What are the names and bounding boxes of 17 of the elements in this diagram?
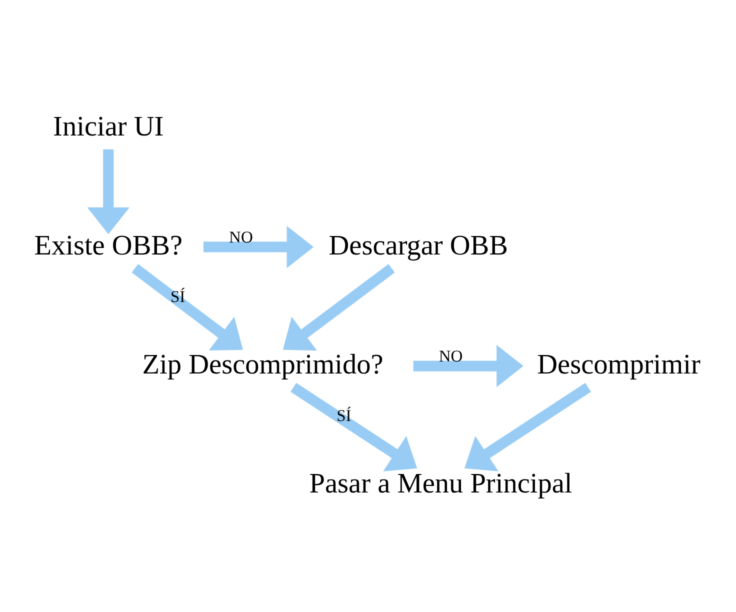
arrow xyxy=(290,382,418,471)
edge-label: SÍ xyxy=(336,405,352,424)
arrow xyxy=(464,382,592,471)
arrow xyxy=(282,263,395,350)
edge-label: NO xyxy=(438,346,463,366)
edge-label: NO xyxy=(229,227,253,246)
node-text: Descargar OBB xyxy=(328,230,508,261)
node-text: Descomprimir xyxy=(537,348,700,380)
node-text: Existe OBB? xyxy=(34,230,183,261)
arrow xyxy=(132,263,243,350)
edge-label: SÍ xyxy=(170,286,186,306)
arrow xyxy=(203,225,314,268)
node-text: Pasar a Menu Principal xyxy=(309,468,572,499)
arrow xyxy=(87,148,130,234)
node-text: Iniciar UI xyxy=(53,110,164,142)
arrow xyxy=(413,344,524,387)
node-text: Zip Descomprimido? xyxy=(142,348,384,380)
